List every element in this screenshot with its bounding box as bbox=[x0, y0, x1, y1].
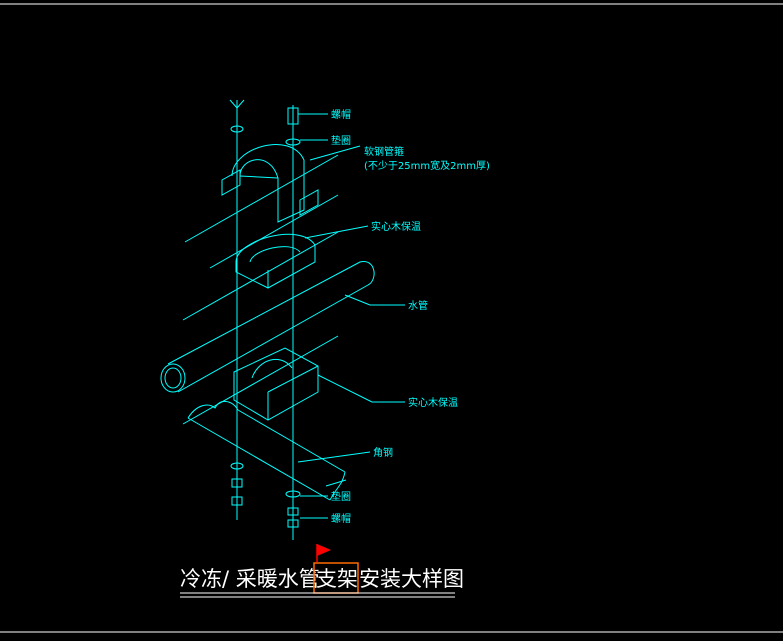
leader-lines bbox=[297, 113, 405, 519]
bolt-left bbox=[229, 99, 245, 520]
pipe-clamp bbox=[221, 144, 319, 223]
drawing-title-highlight: 支架 bbox=[316, 567, 358, 591]
label-nut-top: 螺帽 bbox=[331, 108, 351, 121]
red-flag-icon bbox=[316, 544, 331, 562]
axis-lines bbox=[182, 154, 339, 425]
wood-block-bottom bbox=[233, 347, 319, 421]
bolt-right bbox=[285, 105, 301, 540]
label-washer-bottom: 垫圈 bbox=[331, 490, 351, 503]
water-pipe bbox=[160, 261, 375, 393]
label-washer-top: 垫圈 bbox=[331, 134, 351, 147]
angle-steel bbox=[187, 401, 347, 501]
drawing-title-prefix: 冷冻/ 采暖水管 bbox=[180, 567, 320, 591]
label-angle-steel: 角钢 bbox=[373, 446, 393, 459]
label-wood-top: 实心木保温 bbox=[371, 220, 421, 233]
label-clamp: 软钢管箍 bbox=[364, 145, 404, 158]
wood-block-top bbox=[235, 233, 316, 289]
label-nut-bottom: 螺帽 bbox=[331, 512, 351, 525]
label-clamp-spec: (不少于25mm宽及2mm厚) bbox=[364, 159, 490, 172]
label-water-pipe: 水管 bbox=[408, 299, 428, 312]
drawing-title-suffix: 安装大样图 bbox=[359, 567, 464, 591]
label-wood-bottom: 实心木保温 bbox=[408, 396, 458, 409]
